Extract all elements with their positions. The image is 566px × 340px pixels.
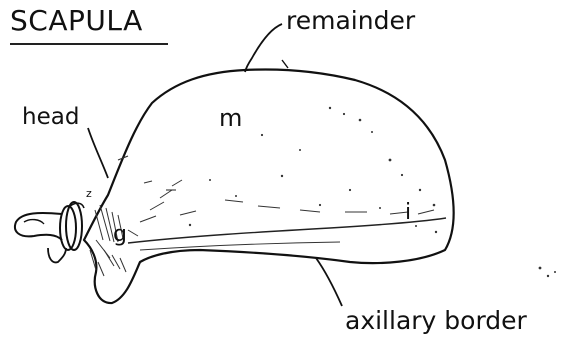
interior-strokes [118, 156, 434, 214]
texture-hatching [90, 180, 196, 276]
axillary-leader [316, 258, 342, 306]
label-g: g [113, 222, 127, 247]
label-axillary-border: axillary border [345, 306, 527, 335]
remainder-tick [282, 60, 288, 68]
axillary-ridge-inner [140, 242, 340, 250]
label-m: m [219, 104, 242, 132]
glenoid-stub [15, 202, 84, 262]
diagram-title: SCAPULA [10, 4, 143, 37]
label-head: head [22, 104, 79, 130]
head-leader [88, 128, 108, 178]
axillary-ridge [128, 218, 446, 243]
label-i: i [405, 200, 411, 225]
title-underline [10, 43, 168, 45]
label-remainder: remainder [286, 6, 415, 35]
remainder-leader [245, 24, 282, 72]
scapula-outline [84, 69, 454, 303]
label-z: z [86, 187, 92, 200]
